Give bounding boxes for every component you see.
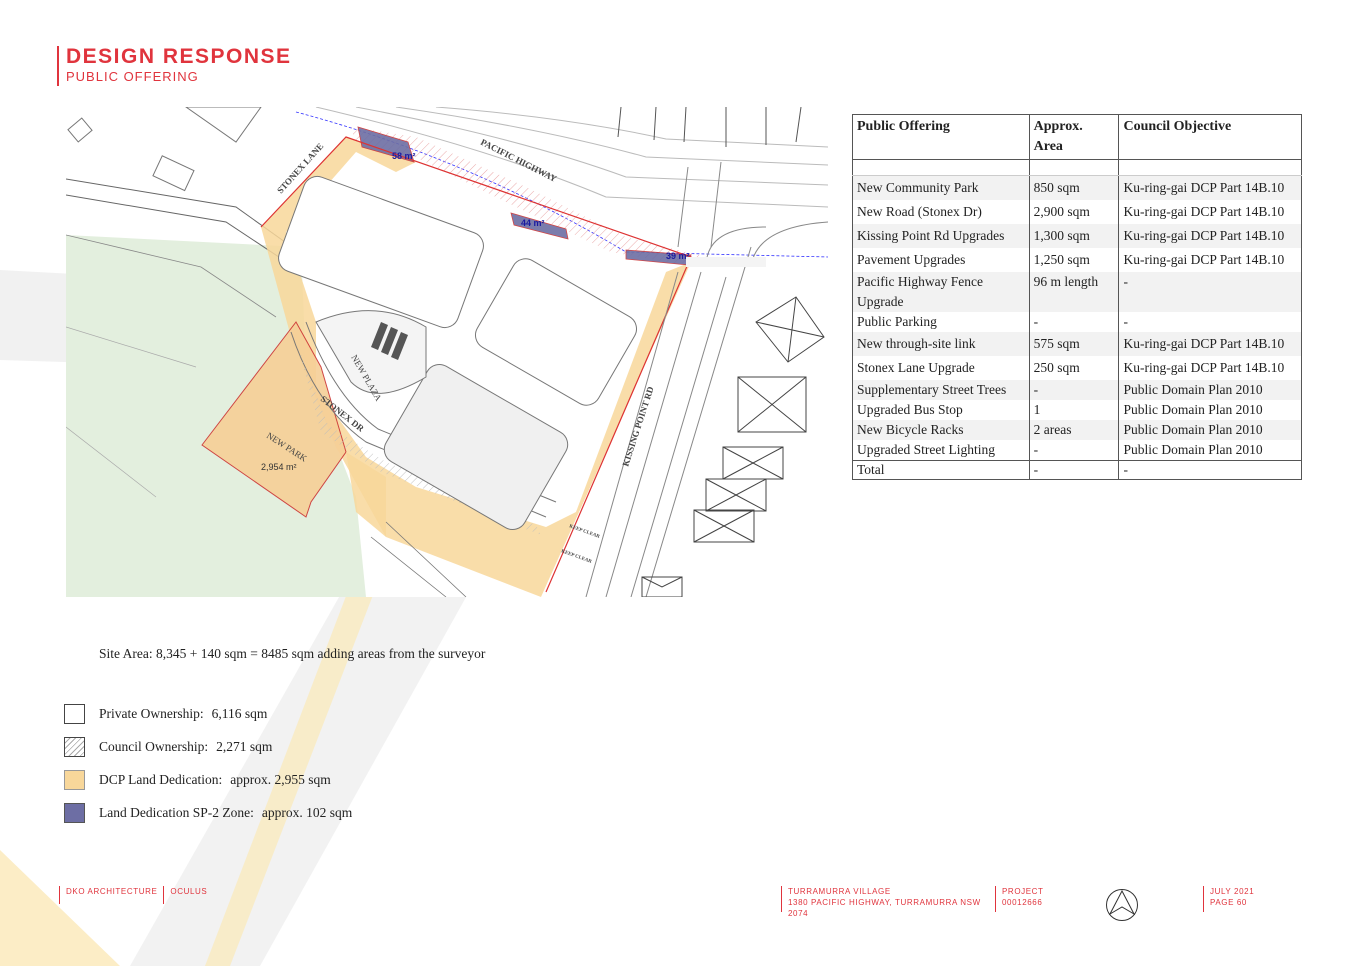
legend-dcp: DCP Land Dedication: approx. 2,955 sqm bbox=[64, 763, 352, 796]
cell-offering: Upgraded Street Lighting bbox=[852, 440, 1030, 461]
table-header-row: Public Offering Approx. Area Council Obj… bbox=[852, 114, 1302, 160]
cell-area: 1,250 sqm bbox=[1028, 248, 1120, 272]
total-area: - bbox=[1028, 460, 1120, 480]
legend-private-label: Private Ownership: bbox=[99, 705, 204, 721]
legend: Private Ownership: 6,116 sqm Council Own… bbox=[64, 697, 352, 829]
cell-area: 250 sqm bbox=[1028, 356, 1120, 380]
council-swatch bbox=[64, 736, 85, 757]
legend-dcp-label: DCP Land Dedication: bbox=[99, 771, 223, 787]
footer-firm-oculus: OCULUS bbox=[163, 886, 213, 904]
cell-objective: - bbox=[1118, 272, 1302, 312]
site-plan: STONEX LANE PACIFIC HIGHWAY NEW PLAZA ST… bbox=[66, 107, 828, 597]
table-row: Upgraded Street Lighting-Public Domain P… bbox=[852, 440, 1302, 461]
footer-page: PAGE 60 bbox=[1210, 898, 1247, 907]
page-title: DESIGN RESPONSE bbox=[66, 45, 292, 68]
cell-offering: Stonex Lane Upgrade bbox=[852, 356, 1030, 380]
legend-council-value: 2,271 sqm bbox=[216, 738, 273, 754]
header-offering: Public Offering bbox=[852, 114, 1030, 160]
page-header: DESIGN RESPONSE PUBLIC OFFERING bbox=[57, 46, 292, 86]
footer-project-name: TURRAMURRA VILLAGE 1380 PACIFIC HIGHWAY,… bbox=[781, 886, 981, 918]
project-name: TURRAMURRA VILLAGE bbox=[788, 887, 891, 896]
cell-offering: Public Parking bbox=[852, 312, 1030, 332]
cell-area: 1 bbox=[1028, 400, 1120, 420]
sp2-swatch bbox=[64, 802, 85, 823]
page-subtitle: PUBLIC OFFERING bbox=[66, 69, 199, 84]
cell-objective: Public Domain Plan 2010 bbox=[1118, 420, 1302, 440]
project-label: PROJECT bbox=[1002, 887, 1044, 896]
header-area: Approx. Area bbox=[1028, 114, 1120, 160]
cell-objective: Ku-ring-gai DCP Part 14B.10 bbox=[1118, 332, 1302, 356]
cell-area: 575 sqm bbox=[1028, 332, 1120, 356]
sp2-zone-44 bbox=[510, 212, 569, 240]
site-area-note: Site Area: 8,345 + 140 sqm = 8485 sqm ad… bbox=[99, 646, 486, 661]
legend-dcp-value: approx. 2,955 sqm bbox=[230, 771, 331, 787]
footer-firm-dko: DKO ARCHITECTURE bbox=[59, 886, 163, 904]
cell-objective: Ku-ring-gai DCP Part 14B.10 bbox=[1118, 224, 1302, 248]
footer-firms: DKO ARCHITECTURE OCULUS bbox=[59, 886, 213, 904]
cell-area: 2 areas bbox=[1028, 420, 1120, 440]
sp2-zone-58 bbox=[357, 126, 415, 163]
cell-area: 850 sqm bbox=[1028, 175, 1120, 200]
legend-council: Council Ownership: 2,271 sqm bbox=[64, 730, 352, 763]
cell-objective: Ku-ring-gai DCP Part 14B.10 bbox=[1118, 356, 1302, 380]
cell-area: 2,900 sqm bbox=[1028, 200, 1120, 224]
cell-objective: Public Domain Plan 2010 bbox=[1118, 440, 1302, 461]
cell-objective: Ku-ring-gai DCP Part 14B.10 bbox=[1118, 200, 1302, 224]
cell-offering: New Road (Stonex Dr) bbox=[852, 200, 1030, 224]
cell-area: - bbox=[1028, 440, 1120, 461]
cell-offering: New Bicycle Racks bbox=[852, 420, 1030, 440]
table-row: Public Parking-- bbox=[852, 312, 1302, 332]
legend-council-label: Council Ownership: bbox=[99, 738, 209, 754]
cell-offering: New Community Park bbox=[852, 175, 1030, 200]
legend-sp2: Land Dedication SP-2 Zone: approx. 102 s… bbox=[64, 796, 352, 829]
dcp-swatch bbox=[64, 769, 85, 790]
public-offering-table: Public Offering Approx. Area Council Obj… bbox=[852, 114, 1302, 480]
header-objective: Council Objective bbox=[1118, 114, 1302, 160]
total-offering: Total bbox=[852, 460, 1030, 480]
table-total-row: Total-- bbox=[852, 460, 1302, 480]
project-number: 00012666 bbox=[1002, 898, 1043, 907]
cell-objective: Ku-ring-gai DCP Part 14B.10 bbox=[1118, 248, 1302, 272]
footer-date: JULY 2021 bbox=[1210, 887, 1255, 896]
area-park: 2,954 m² bbox=[261, 462, 297, 472]
cell-objective: - bbox=[1118, 312, 1302, 332]
area-44: 44 m² bbox=[521, 218, 545, 228]
area-39: 39 m² bbox=[666, 251, 690, 261]
table-spacer-row bbox=[852, 159, 1302, 176]
footer-date-page: JULY 2021 PAGE 60 bbox=[1203, 886, 1254, 912]
project-address: 1380 PACIFIC HIGHWAY, TURRAMURRA NSW 207… bbox=[788, 898, 981, 918]
table-row: Supplementary Street Trees-Public Domain… bbox=[852, 380, 1302, 400]
north-arrow-icon bbox=[1106, 889, 1138, 921]
cell-offering: Pavement Upgrades bbox=[852, 248, 1030, 272]
cell-area: - bbox=[1028, 312, 1120, 332]
cell-objective: Public Domain Plan 2010 bbox=[1118, 380, 1302, 400]
cell-offering: Kissing Point Rd Upgrades bbox=[852, 224, 1030, 248]
cell-area: - bbox=[1028, 380, 1120, 400]
legend-private: Private Ownership: 6,116 sqm bbox=[64, 697, 352, 730]
legend-sp2-label: Land Dedication SP-2 Zone: bbox=[99, 804, 254, 820]
cell-area: 1,300 sqm bbox=[1028, 224, 1120, 248]
legend-private-value: 6,116 sqm bbox=[211, 705, 268, 721]
cell-offering: Upgraded Bus Stop bbox=[852, 400, 1030, 420]
cell-objective: Public Domain Plan 2010 bbox=[1118, 400, 1302, 420]
cell-offering: Pacific Highway Fence Upgrade bbox=[852, 272, 1030, 312]
total-objective: - bbox=[1118, 460, 1302, 480]
cell-objective: Ku-ring-gai DCP Part 14B.10 bbox=[1118, 175, 1302, 200]
private-swatch bbox=[64, 703, 85, 724]
cell-offering: Supplementary Street Trees bbox=[852, 380, 1030, 400]
area-58: 58 m² bbox=[392, 151, 416, 161]
cell-area: 96 m length bbox=[1028, 272, 1120, 312]
footer-project-number: PROJECT 00012666 bbox=[995, 886, 1044, 912]
legend-sp2-value: approx. 102 sqm bbox=[261, 804, 353, 820]
cell-offering: New through-site link bbox=[852, 332, 1030, 356]
